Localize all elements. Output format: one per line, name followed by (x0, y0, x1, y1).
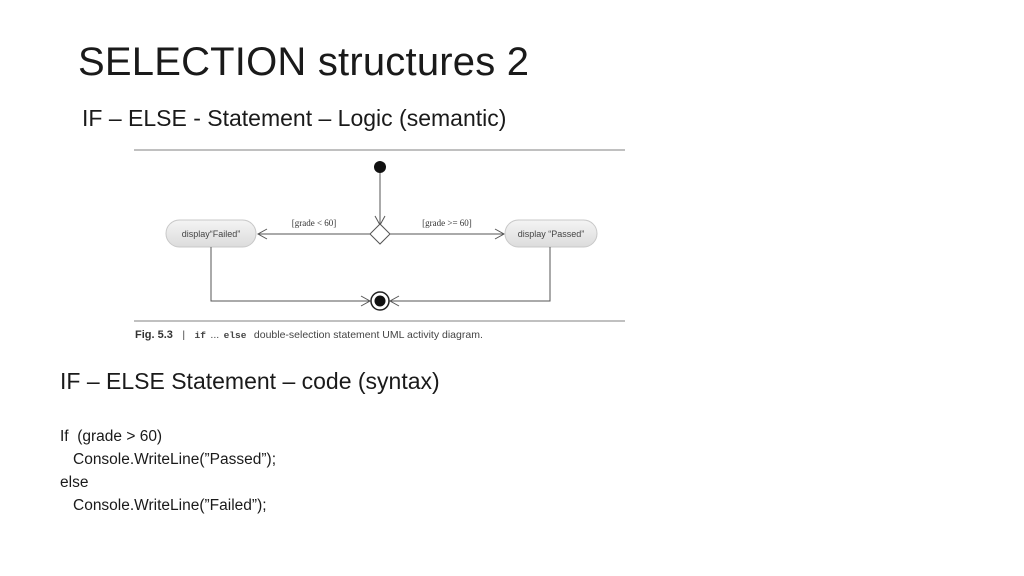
caption-keyword-else: else (224, 330, 247, 341)
passed-merge-arrowhead (388, 295, 400, 307)
passed-action-label: display “Passed” (518, 229, 585, 239)
passed-action-node (504, 219, 598, 248)
failed-merge-arrowhead (360, 295, 372, 307)
uml-activity-diagram: [grade < 60] [grade >= 60] display“Faile… (134, 149, 625, 342)
decision-node (369, 223, 391, 245)
initial-node (374, 161, 386, 173)
failed-flow-arrowhead (256, 228, 268, 240)
slide-subtitle: IF – ELSE - Statement – Logic (semantic) (82, 105, 507, 131)
caption-ellipsis: ... (210, 329, 219, 341)
caption-separator: | (182, 329, 185, 341)
failed-guard-label: [grade < 60] (292, 218, 337, 228)
code-line: If (grade > 60) (60, 428, 163, 445)
figure-caption: Fig. 5.3 | if ... else double-selection … (135, 325, 483, 342)
failed-merge-flow-line (210, 247, 370, 302)
code-section-heading: IF – ELSE Statement – code (syntax) (60, 368, 440, 394)
code-block: If (grade > 60) Console.WriteLine(”Passe… (60, 425, 276, 517)
caption-text: double-selection statement UML activity … (254, 329, 483, 341)
caption-figure-number: Fig. 5.3 (135, 329, 173, 341)
caption-keyword-if: if (195, 330, 207, 341)
slide-title: SELECTION structures 2 (78, 40, 530, 84)
code-line: Console.WriteLine(”Failed”); (73, 497, 267, 514)
passed-flow-arrowhead (494, 228, 506, 240)
final-node-core (374, 295, 386, 307)
passed-merge-flow-line (390, 247, 551, 302)
passed-guard-label: [grade >= 60] (422, 218, 472, 228)
failed-action-label: display“Failed” (182, 229, 241, 239)
code-line: else (60, 474, 89, 491)
uml-activity-diagram-figure: [grade < 60] [grade >= 60] display“Faile… (134, 148, 626, 348)
code-line: Console.WriteLine(”Passed”); (73, 451, 277, 468)
